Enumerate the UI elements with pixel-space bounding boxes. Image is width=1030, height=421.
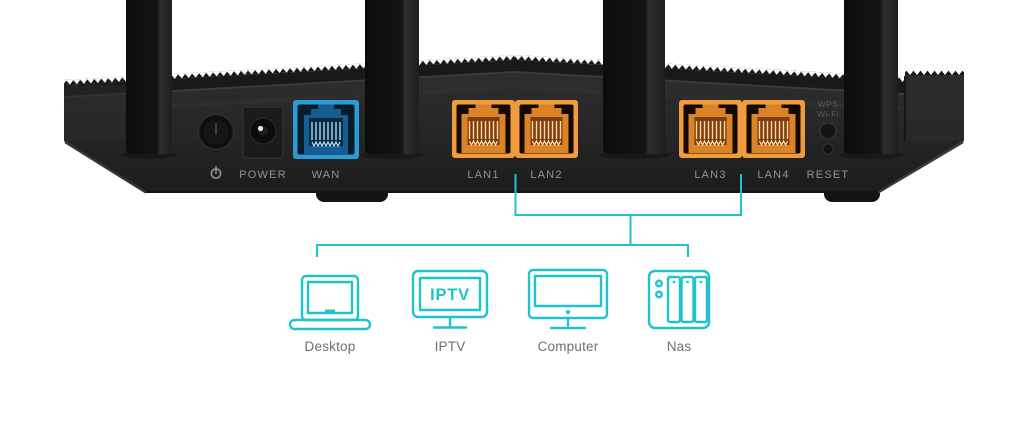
monitor-icon <box>527 268 609 330</box>
power-switch-button <box>197 113 235 151</box>
antenna-3 <box>598 0 670 159</box>
lan4-label: LAN4 <box>757 169 789 181</box>
nas-icon <box>647 269 711 330</box>
power-label: POWER <box>239 169 287 181</box>
end-cap-left <box>64 85 128 141</box>
lan1-port <box>452 100 515 158</box>
wps-wifi-button <box>819 122 837 140</box>
reset-label: RESET <box>807 169 850 181</box>
lan1-label: LAN1 <box>467 169 499 181</box>
lan4-port <box>742 100 805 158</box>
lan2-port <box>515 100 578 158</box>
antenna-2 <box>360 0 424 159</box>
wan-port <box>293 100 359 159</box>
device-caption-computer: Computer <box>538 339 599 354</box>
lan3-label: LAN3 <box>694 169 726 181</box>
wifi-label: Wi-Fi <box>817 109 839 119</box>
device-caption-nas: Nas <box>667 339 692 354</box>
serrated-edge-ledge <box>905 70 964 75</box>
power-icon <box>210 165 222 179</box>
antenna-1 <box>121 0 177 159</box>
dc-power-jack <box>242 106 284 159</box>
tv-screen-text: IPTV <box>430 286 470 304</box>
lan-pair-bracket <box>514 174 742 216</box>
device-bracket <box>316 244 689 257</box>
antenna-4 <box>839 0 903 159</box>
device-caption-desktop: Desktop <box>305 339 356 354</box>
connection-lines <box>316 174 742 257</box>
device-caption-iptv: IPTV <box>435 339 466 354</box>
lan3-port <box>679 100 742 158</box>
wan-label: WAN <box>312 169 341 181</box>
reset-button <box>822 143 834 155</box>
laptop-icon <box>288 274 372 331</box>
end-cap-right <box>905 75 964 141</box>
lan2-label: LAN2 <box>530 169 562 181</box>
wps-label: WPS <box>818 99 839 109</box>
tv-icon: IPTV <box>411 269 489 329</box>
